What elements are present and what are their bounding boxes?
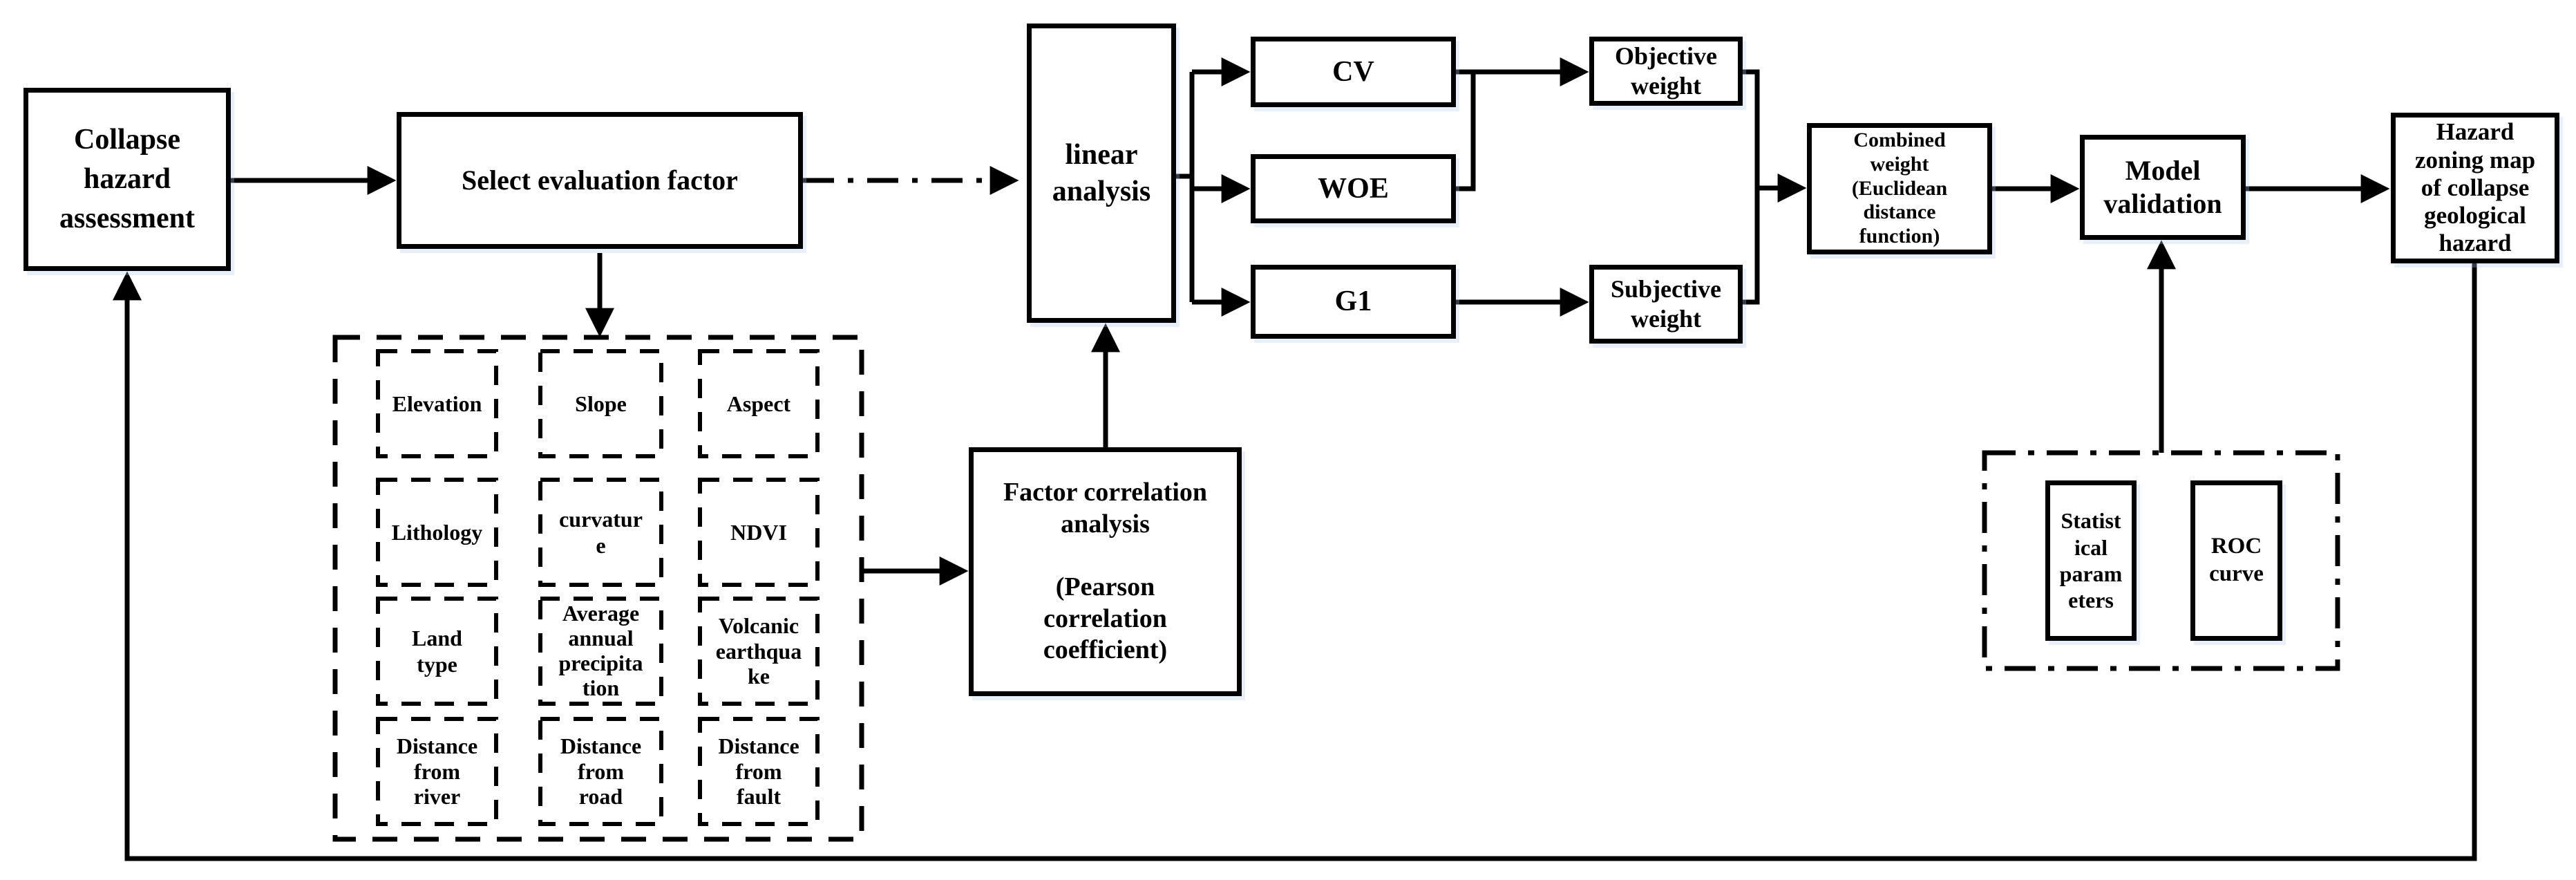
node-subjective-weight: Subjective weight bbox=[1589, 265, 1743, 344]
factor-item-curvature-label: curvatur e bbox=[559, 506, 643, 558]
node-collapse-hazard-assessment: Collapse hazard assessment bbox=[23, 88, 231, 271]
node-woe-label: WOE bbox=[1318, 172, 1389, 205]
factor-item-aspect: Aspect bbox=[700, 351, 817, 456]
validation-methods-group-border bbox=[1982, 450, 2340, 671]
feedback-loop-hazard-to-collapse bbox=[113, 263, 2477, 861]
node-factor-correlation-analysis-label: Factor correlation analysis (Pearson cor… bbox=[1003, 478, 1208, 665]
node-cv: CV bbox=[1251, 37, 1456, 107]
node-woe: WOE bbox=[1251, 154, 1456, 223]
node-roc-curve: ROC curve bbox=[2190, 480, 2282, 641]
factor-item-land-type-label: Land type bbox=[412, 625, 462, 677]
factor-item-ndvi: NDVI bbox=[700, 480, 817, 585]
node-roc-curve-label: ROC curve bbox=[2209, 534, 2264, 586]
node-model-validation-label: Model validation bbox=[2103, 155, 2222, 219]
factor-item-distance-from-river: Distance from river bbox=[378, 719, 496, 824]
node-g1: G1 bbox=[1251, 265, 1456, 339]
factor-item-ndvi-label: NDVI bbox=[730, 519, 787, 545]
node-cv-label: CV bbox=[1332, 55, 1374, 88]
factor-item-distance-from-fault: Distance from fault bbox=[700, 719, 817, 824]
factor-item-lithology: Lithology bbox=[378, 480, 496, 585]
factor-item-slope: Slope bbox=[540, 351, 661, 456]
factor-item-land-type: Land type bbox=[378, 599, 496, 704]
factor-item-volcanic-earthquake: Volcanic earthqua ke bbox=[700, 599, 817, 704]
factor-item-average-annual-precipitation-label: Average annual precipita tion bbox=[558, 601, 643, 700]
factor-cell-borders bbox=[376, 349, 820, 826]
node-select-evaluation-factor: Select evaluation factor bbox=[397, 112, 803, 249]
node-linear-analysis-label: linear analysis bbox=[1052, 139, 1151, 207]
factor-item-elevation: Elevation bbox=[378, 351, 496, 456]
factor-item-lithology-label: Lithology bbox=[391, 519, 483, 545]
node-statistical-parameters: Statist ical param eters bbox=[2045, 480, 2137, 641]
factor-item-aspect-label: Aspect bbox=[726, 391, 791, 416]
node-model-validation: Model validation bbox=[2080, 135, 2246, 240]
node-select-evaluation-factor-label: Select evaluation factor bbox=[462, 165, 738, 196]
node-hazard-zoning-map-label: Hazard zoning map of collapse geological… bbox=[2414, 118, 2536, 257]
node-objective-weight-label: Objective weight bbox=[1615, 41, 1717, 100]
factor-item-volcanic-earthquake-label: Volcanic earthqua ke bbox=[715, 612, 802, 689]
factor-item-elevation-label: Elevation bbox=[392, 391, 482, 416]
factor-item-slope-label: Slope bbox=[575, 391, 627, 416]
evaluation-factors-group-border bbox=[332, 335, 864, 842]
node-combined-weight-label: Combined weight (Euclidean distance func… bbox=[1851, 129, 1948, 248]
node-subjective-weight-label: Subjective weight bbox=[1611, 274, 1721, 333]
node-hazard-zoning-map: Hazard zoning map of collapse geological… bbox=[2391, 113, 2559, 263]
node-objective-weight: Objective weight bbox=[1589, 37, 1743, 106]
woe-merge-line bbox=[1456, 70, 1476, 191]
factor-item-curvature: curvatur e bbox=[540, 480, 661, 585]
node-factor-correlation-analysis: Factor correlation analysis (Pearson cor… bbox=[969, 447, 1242, 696]
node-statistical-parameters-label: Statist ical param eters bbox=[2059, 508, 2123, 613]
factor-item-distance-from-road-label: Distance from road bbox=[560, 733, 642, 809]
node-g1-label: G1 bbox=[1334, 285, 1372, 318]
factor-item-average-annual-precipitation: Average annual precipita tion bbox=[540, 599, 661, 704]
factor-item-distance-from-fault-label: Distance from fault bbox=[718, 733, 799, 809]
weights-merge-line bbox=[1743, 69, 1760, 305]
branch-line-linear-outputs bbox=[1176, 72, 1195, 302]
factor-item-distance-from-river-label: Distance from river bbox=[396, 733, 478, 809]
factor-item-distance-from-road: Distance from road bbox=[540, 719, 661, 824]
node-linear-analysis: linear analysis bbox=[1027, 24, 1176, 323]
node-combined-weight: Combined weight (Euclidean distance func… bbox=[1807, 123, 1992, 254]
node-collapse-hazard-assessment-label: Collapse hazard assessment bbox=[59, 124, 195, 234]
